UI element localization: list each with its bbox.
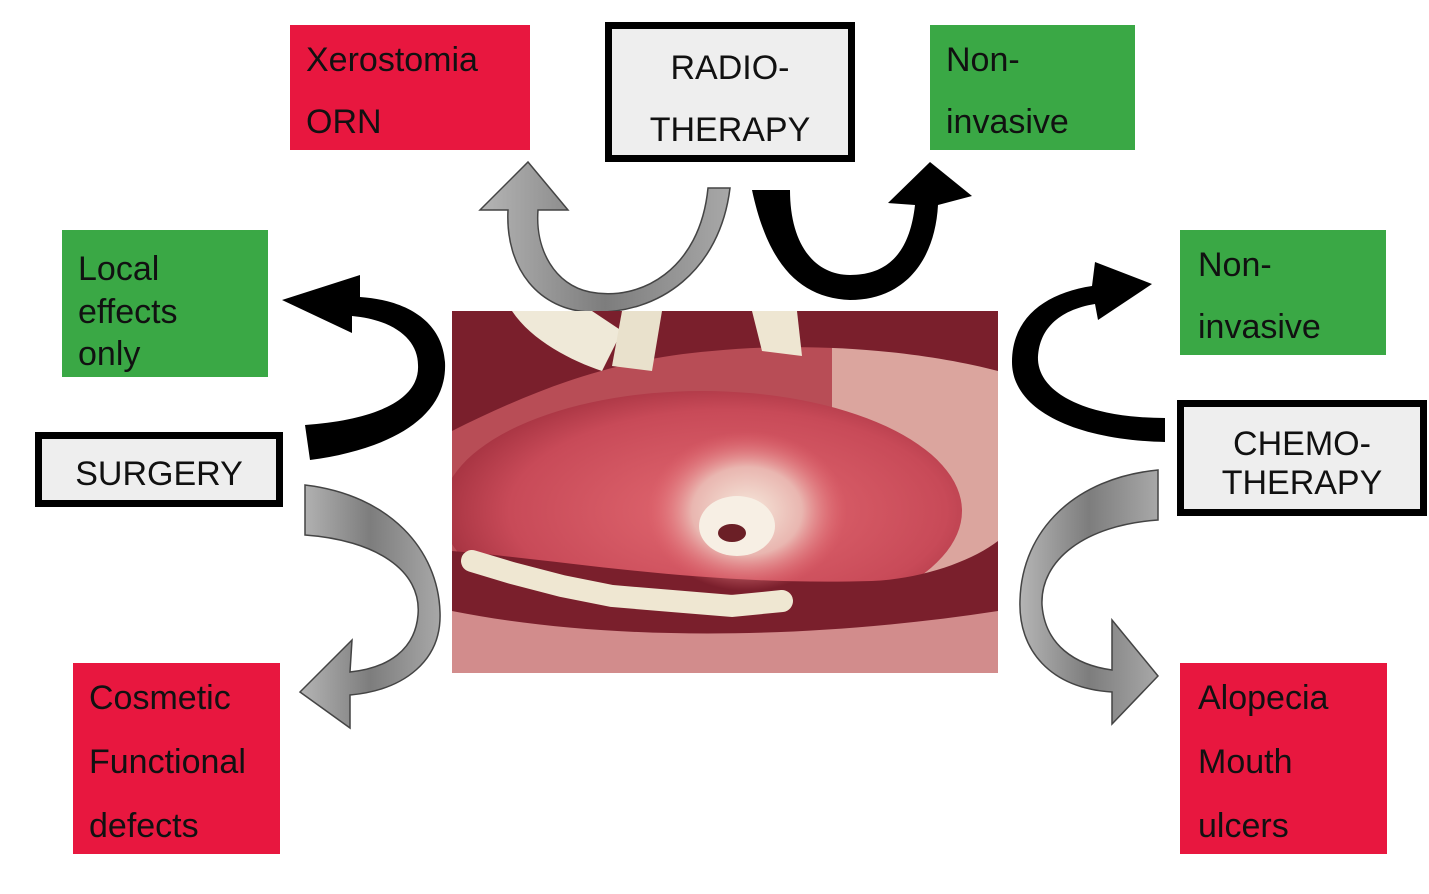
arrow-chemo-positive	[1012, 262, 1165, 442]
effect-label: Cosmetic	[89, 679, 231, 717]
arrow-radio-positive	[752, 162, 972, 300]
effect-label: Local	[78, 250, 160, 288]
arrow-radio-negative	[478, 160, 731, 313]
arrow-surgery-negative	[298, 484, 441, 730]
effect-label: defects	[89, 807, 199, 845]
oral-tongue-lesion-photo	[452, 311, 998, 673]
effect-cosmetic-functional-defects: Cosmetic Functional defects	[73, 663, 280, 854]
treatment-label: THERAPY	[649, 111, 811, 149]
effect-radio-non-invasive: Non- invasive	[930, 25, 1135, 150]
effect-label: Alopecia	[1198, 679, 1329, 717]
effect-label: Non-	[1198, 246, 1272, 284]
treatment-label: CHEMO-	[1233, 425, 1371, 463]
effect-label: ulcers	[1198, 807, 1289, 845]
effect-label: effects	[78, 292, 178, 331]
effect-chemo-non-invasive: Non- invasive	[1180, 230, 1386, 355]
treatment-radiotherapy: RADIO- THERAPY	[605, 22, 855, 162]
arrow-chemo-negative	[1019, 469, 1160, 726]
effect-label: Mouth	[1198, 743, 1293, 781]
treatment-label: THERAPY	[1221, 464, 1383, 503]
treatment-surgery: SURGERY	[35, 432, 283, 507]
effect-label: ORN	[306, 103, 382, 141]
treatment-chemotherapy: CHEMO- THERAPY	[1177, 400, 1427, 516]
effect-local-effects-only: Local effects only	[62, 230, 268, 377]
arrow-surgery-positive	[282, 275, 446, 460]
effect-alopecia-mouth-ulcers: Alopecia Mouth ulcers	[1180, 663, 1387, 854]
effect-label: Functional	[89, 743, 246, 781]
treatment-label: RADIO-	[670, 49, 790, 87]
effect-xerostomia-orn: Xerostomia ORN	[290, 25, 530, 150]
effect-label: invasive	[1198, 308, 1321, 346]
effect-label: only	[78, 335, 141, 373]
effect-label: invasive	[946, 103, 1069, 141]
effect-label: Non-	[946, 41, 1020, 79]
effect-label: Xerostomia	[306, 41, 478, 79]
treatment-label: SURGERY	[75, 455, 243, 493]
